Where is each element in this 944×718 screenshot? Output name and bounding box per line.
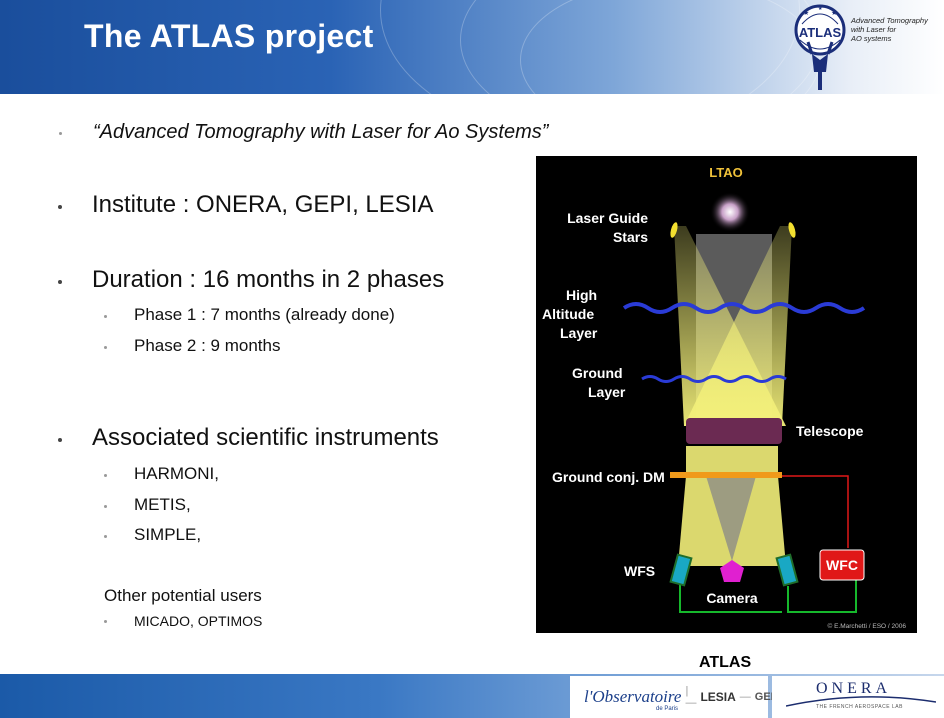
telescope-shape: [686, 418, 782, 444]
beam-lower: [686, 446, 778, 476]
svg-text:★: ★: [803, 9, 809, 17]
bullet-dot: [58, 280, 62, 284]
footer-atlas-label: ATLAS: [699, 654, 752, 671]
other-users-list: MICADO, OPTIMOS: [134, 613, 263, 629]
label-ground: Layer: [588, 384, 626, 400]
sub-bullet-dot: [104, 505, 107, 508]
bullet-dot: [59, 132, 62, 135]
sub-bullet-dot: [104, 474, 107, 477]
svg-text:★: ★: [831, 9, 837, 17]
onera-swoosh-icon: [786, 696, 936, 707]
wfc-box: [819, 549, 865, 581]
label-dm: Ground conj. DM: [552, 469, 665, 485]
svg-text:★: ★: [818, 6, 823, 12]
bullet-dot: [58, 438, 62, 442]
logo-caption-line: with Laser for: [851, 25, 897, 34]
atlas-logo: ★ ★ ★ ATLAS: [794, 4, 846, 90]
instrument-item: METIS,: [134, 495, 191, 514]
label-high: Altitude: [542, 306, 594, 322]
bullet-phase1: Phase 1 : 7 months (already done): [134, 305, 395, 324]
ltao-title: LTAO: [709, 165, 742, 180]
galaxy-icon: [710, 192, 750, 232]
feedback-line: [787, 576, 857, 613]
bullet-duration: Duration : 16 months in 2 phases: [92, 266, 445, 293]
bullet-institute: Institute : ONERA, GEPI, LESIA: [92, 191, 434, 218]
label-ground: Ground: [572, 365, 623, 381]
sub-bullet-dot: [104, 535, 107, 538]
bullet-subtitle: “Advanced Tomography with Laser for Ao S…: [93, 121, 549, 143]
camera-icon: [720, 560, 744, 582]
feedback-line: [679, 584, 782, 613]
wfs-left-icon: [669, 553, 693, 587]
science-beam-lower: [706, 476, 756, 561]
bullet-instruments: Associated scientific instruments: [92, 424, 439, 451]
onera-logo-box: ONERA THE FRENCH AEROSPACE LAB: [772, 676, 944, 718]
label-camera: Camera: [706, 590, 758, 606]
instrument-item: HARMONI,: [134, 464, 219, 483]
label-lgs: Laser Guide: [567, 210, 648, 226]
observatoire-sub: de Paris: [656, 706, 679, 712]
label-telescope: Telescope: [796, 423, 864, 439]
observatoire-logo: l'Observatoire: [584, 687, 682, 706]
image-credit: © E.Marchetti / ESO / 2006: [828, 622, 907, 630]
sub-bullet-dot: [104, 346, 107, 349]
onera-logo: ONERA: [816, 680, 892, 697]
other-users-heading: Other potential users: [104, 586, 262, 605]
wfs-right-icon: [775, 553, 799, 587]
slide-title: The ATLAS project: [84, 18, 374, 54]
sub-bullet-dot: [104, 620, 107, 623]
label-high: High: [566, 287, 597, 303]
laser-star-icon: [788, 222, 796, 238]
bullet-dot: [58, 205, 62, 209]
label-wfs: WFS: [624, 563, 655, 579]
logo-caption-line: Advanced Tomography: [851, 16, 928, 25]
header-band: [0, 0, 944, 94]
dm-wfc-line: [782, 475, 849, 548]
high-altitude-wave: [622, 302, 866, 314]
partner-logos: l'Observatoire de Paris |— LESIA — GEPI: [570, 676, 781, 718]
lesia-logo: LESIA: [700, 690, 736, 704]
bullet-phase2: Phase 2 : 9 months: [134, 336, 281, 355]
instrument-item: SIMPLE,: [134, 525, 202, 544]
laser-star-icon: [670, 222, 678, 238]
logo-caption: Advanced Tomography with Laser for AO sy…: [851, 16, 943, 43]
label-high: Layer: [560, 325, 598, 341]
header-swirl: [520, 0, 820, 94]
sub-bullet-dot: [104, 315, 107, 318]
logo-divider: |—: [685, 685, 697, 709]
ltao-svg: LTAO Laser Guide Stars High Altitude Lay…: [542, 165, 907, 630]
dm-bar: [670, 472, 782, 478]
onera-sub: THE FRENCH AEROSPACE LAB: [816, 704, 903, 710]
logo-text: ATLAS: [799, 25, 842, 40]
label-lgs: Stars: [613, 229, 648, 245]
label-wfc: WFC: [826, 557, 858, 573]
logo-divider: —: [739, 691, 751, 703]
logo-caption-line: AO systems: [851, 34, 892, 43]
ground-layer-wave: [641, 375, 787, 383]
ltao-diagram: LTAO Laser Guide Stars High Altitude Lay…: [536, 156, 917, 633]
